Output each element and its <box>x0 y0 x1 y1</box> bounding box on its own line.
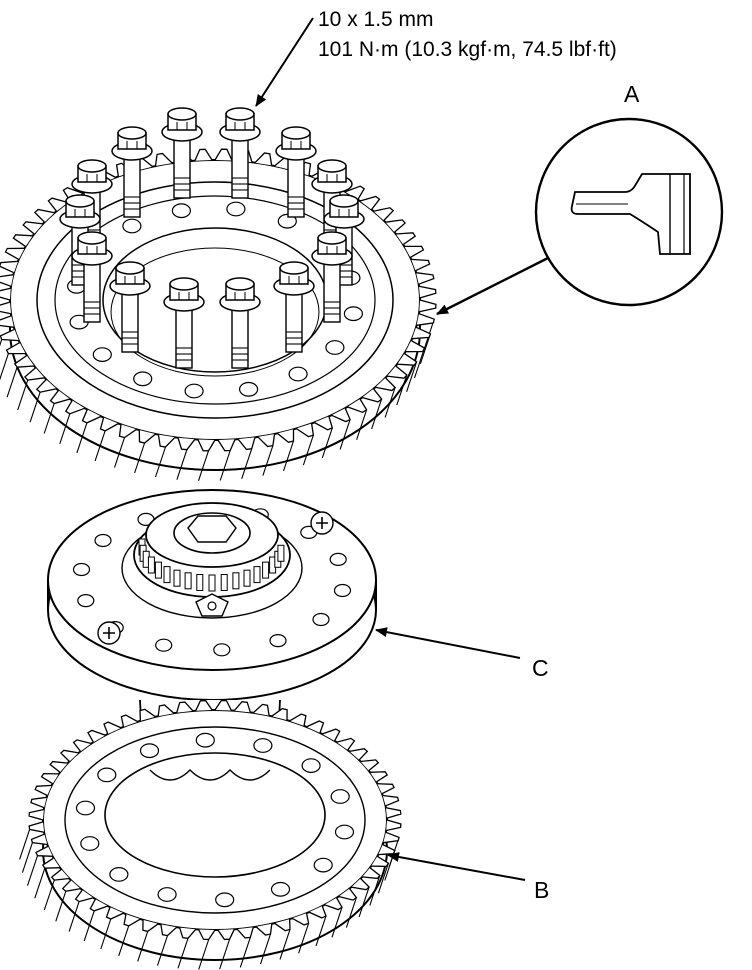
flange-bolt <box>71 231 113 323</box>
torque-spec-label: 101 N·m (10.3 kgf·m, 74.5 lbf·ft) <box>318 38 617 61</box>
flange-bolt <box>311 231 353 323</box>
park-gear <box>19 699 402 970</box>
carrier-screw <box>97 621 121 645</box>
callout-b-label: B <box>534 877 549 903</box>
final-driven-gear <box>0 148 437 481</box>
flange-bolt <box>161 107 203 199</box>
bolt-size-label: 10 x 1.5 mm <box>318 8 434 31</box>
flange-bolt <box>219 107 261 199</box>
flange-bolt <box>163 277 205 369</box>
flange-bolt <box>219 277 261 369</box>
callout-b-leader <box>387 852 526 881</box>
flange-bolt <box>273 261 315 353</box>
flange-bolt <box>111 126 153 218</box>
flange-bolt <box>109 261 151 353</box>
torque-spec-leader <box>255 17 314 107</box>
carrier-screw <box>310 511 334 535</box>
park-gear-holes <box>75 732 355 908</box>
callout-a-label: A <box>624 81 640 107</box>
callout-c-leader <box>375 627 521 659</box>
callout-a-leader <box>436 256 549 316</box>
carrier-bearing-rollers <box>138 538 285 592</box>
mounting-bolts <box>59 107 365 369</box>
gear-teeth <box>28 699 402 941</box>
bolt-profile-detail <box>534 117 724 307</box>
callout-c-label: C <box>532 655 549 681</box>
flange-bolt <box>275 126 317 218</box>
